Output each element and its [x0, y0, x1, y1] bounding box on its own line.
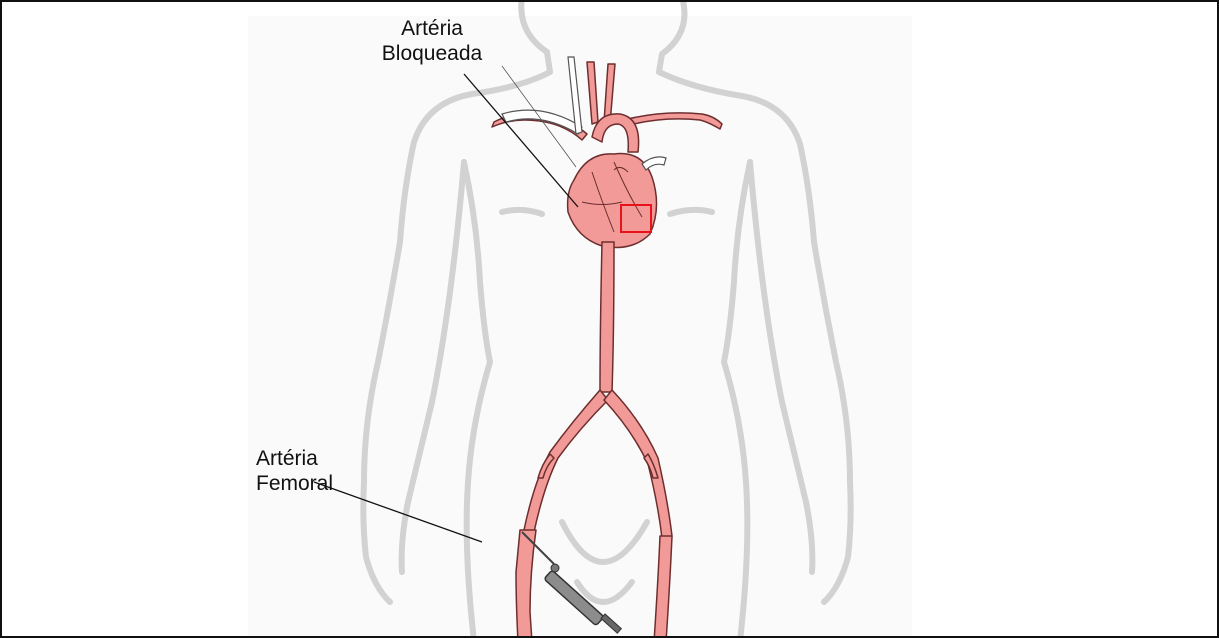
descending-aorta — [600, 242, 614, 392]
right-leg-outline — [740, 622, 742, 636]
femoral-artery-label-line1: Artéria — [256, 446, 366, 471]
blocked-artery-label-line2: Bloqueada — [362, 41, 502, 66]
femoral-artery-label: Artéria Femoral — [256, 446, 366, 496]
femoral-artery-label-line2: Femoral — [256, 471, 366, 496]
heart — [568, 153, 657, 247]
blocked-artery-label-line1: Artéria — [362, 16, 502, 41]
left-leg-outline — [472, 622, 474, 636]
blocked-artery-label: Artéria Bloqueada — [362, 16, 502, 66]
syringe-hub — [551, 564, 559, 572]
